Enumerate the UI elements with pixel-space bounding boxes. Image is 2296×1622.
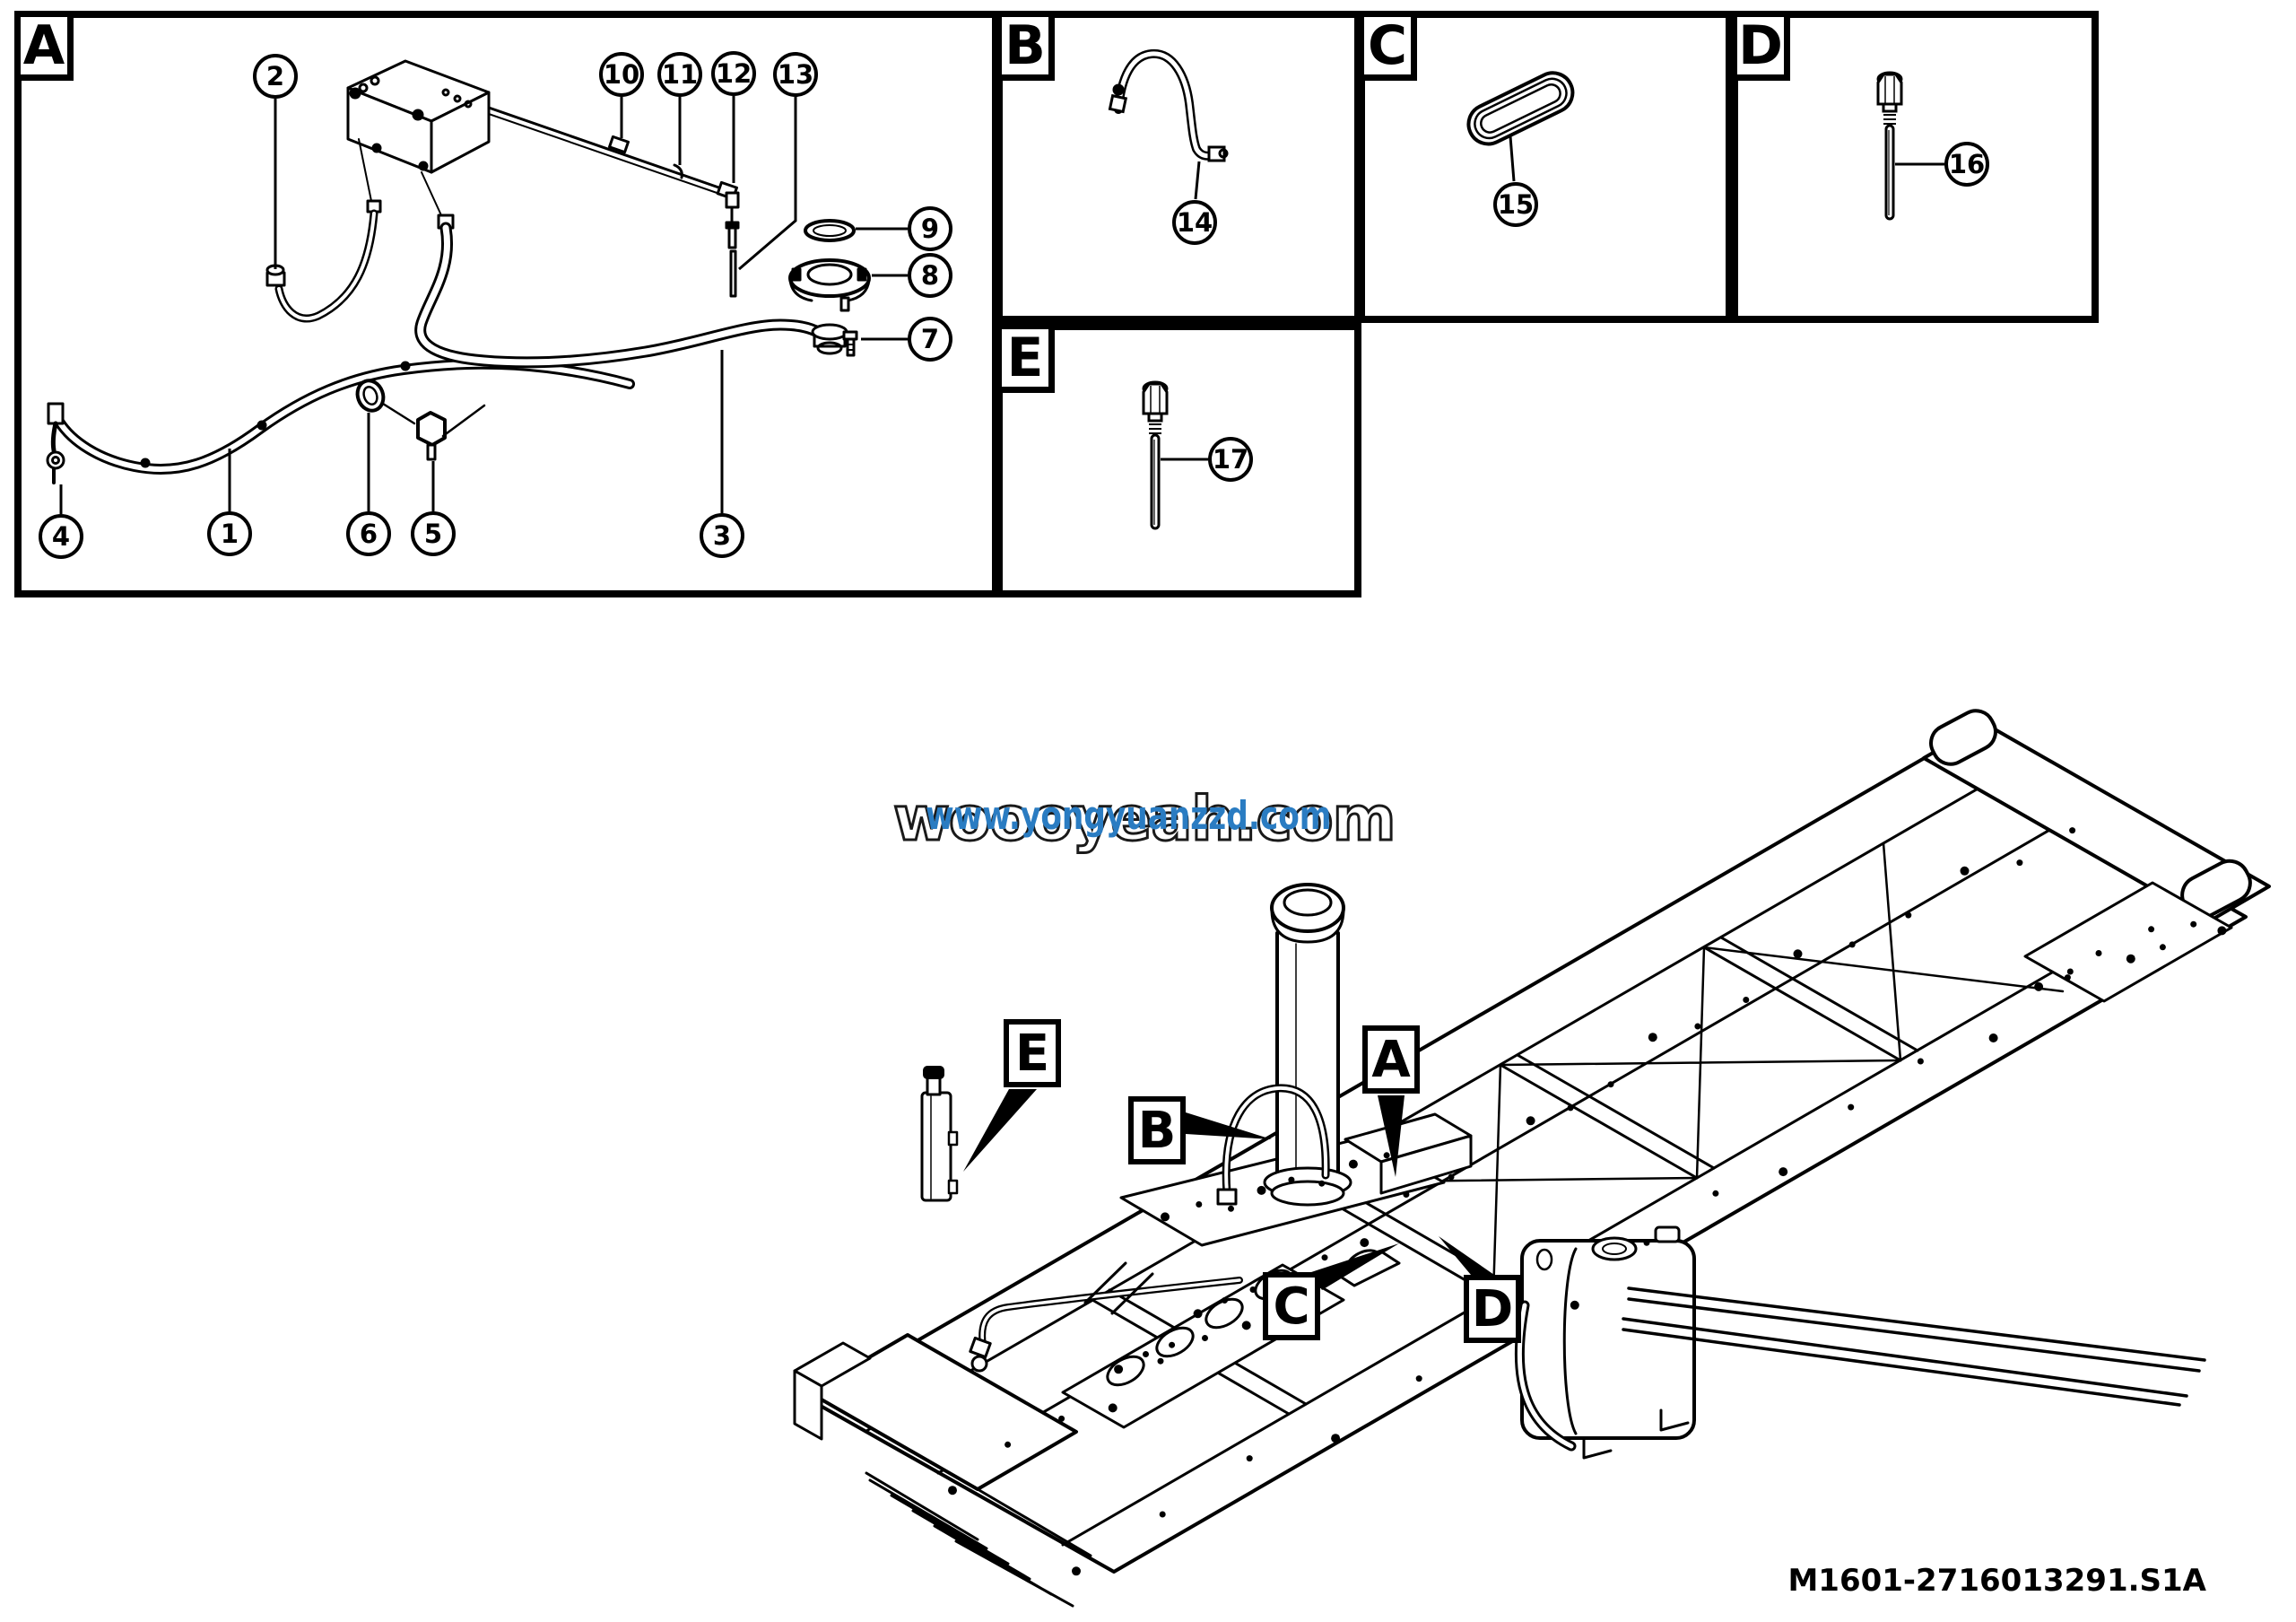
callout-16: 16: [1944, 142, 1989, 187]
chassis-label-c: C: [1263, 1272, 1320, 1340]
callout-2: 2: [253, 54, 298, 99]
callout-4: 4: [39, 514, 83, 559]
watermark-blue-text: www.yongyuanzzd.com: [926, 793, 1332, 839]
panel-borders: [14, 11, 2099, 597]
callout-17: 17: [1208, 437, 1253, 482]
callout-15: 15: [1493, 182, 1538, 227]
panel-e-label: E: [996, 323, 1055, 393]
callout-14: 14: [1172, 200, 1217, 245]
callout-13: 13: [773, 52, 818, 97]
watermark-outline-text: woooyeah.com: [891, 783, 1396, 857]
part-number-text: M1601-2716013291.S1A: [1787, 1563, 2206, 1599]
panel-a-label: A: [14, 11, 74, 81]
callout-7: 7: [908, 317, 952, 362]
callout-5: 5: [411, 511, 456, 556]
panel-b-drawing: [1108, 48, 1229, 162]
callout-6: 6: [346, 511, 391, 556]
panel-d-label: D: [1731, 11, 1790, 81]
callout-1: 1: [207, 511, 252, 556]
callout-9: 9: [908, 206, 952, 251]
chassis-pointer-wedges: [963, 1089, 1494, 1290]
chassis-drawing: [793, 709, 2271, 1608]
panel-c-drawing: [1466, 71, 1575, 146]
panel-b-label: B: [996, 11, 1055, 81]
callout-3: 3: [700, 513, 744, 558]
chassis-label-b: B: [1128, 1096, 1186, 1164]
callout-12: 12: [711, 51, 756, 96]
panel-a-drawing: [46, 59, 871, 484]
panel-d-drawing: [1876, 71, 1903, 221]
panel-e-drawing: [1142, 380, 1169, 530]
callout-11: 11: [657, 52, 702, 97]
callout-leader-lines: [59, 96, 1944, 514]
rivet-dots: [948, 827, 2227, 1576]
chassis-label-a: A: [1362, 1025, 1420, 1094]
callout-8: 8: [908, 253, 952, 298]
chassis-label-d: D: [1464, 1275, 1521, 1343]
chassis-label-e: E: [1004, 1019, 1061, 1087]
callout-10: 10: [599, 52, 644, 97]
panel-c-label: C: [1358, 11, 1417, 81]
